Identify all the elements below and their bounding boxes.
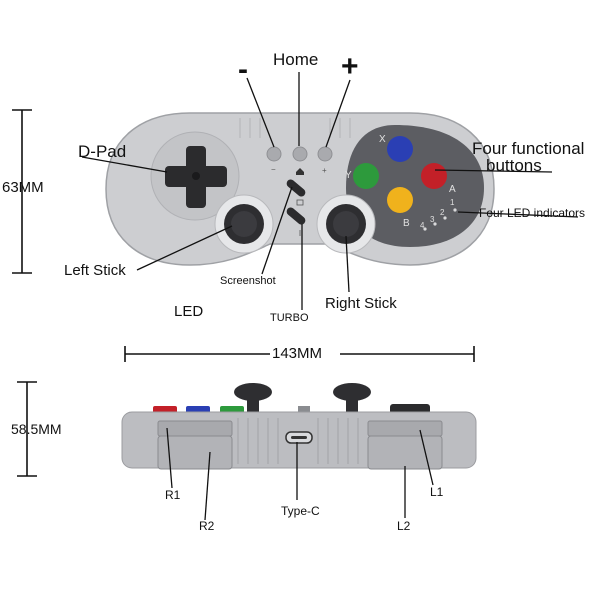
svg-text:−: − [271,165,276,174]
home-button [292,146,308,162]
four-buttons-label-2: buttons [486,156,542,175]
r2-trigger [157,435,233,470]
led-number-1: 1 [450,198,455,207]
led-label: LED [174,303,204,320]
left-stick [214,194,274,254]
svg-text:+: + [322,166,327,175]
turbo-label: TURBO [270,312,309,324]
plus-button [317,146,333,162]
controller-front: − + [105,112,495,266]
a-button [421,163,447,189]
l1-label: L1 [430,485,444,499]
b-letter: B [403,218,410,229]
width-dimension [124,346,475,362]
r1-label: R1 [165,488,181,502]
height-front-label: 63MM [2,179,44,196]
right-stick-label: Right Stick [325,295,397,312]
width-label: 143MM [272,345,323,362]
l1-bumper [367,420,443,437]
right-stick [316,194,376,254]
top-left-stick [234,383,272,415]
height-top-label: 58.5MM [11,421,62,437]
height-dimension-front [12,109,32,274]
callout-lines-top [166,427,434,521]
top-right-stick [333,383,371,415]
callout-lines-front [81,72,579,310]
y-letter: Y [345,170,352,181]
l2-label: L2 [397,519,411,533]
dpad-label: D-Pad [78,142,127,161]
left-stick-label: Left Stick [64,262,126,279]
type-c-label: Type-C [281,504,320,518]
minus-button [266,146,282,162]
four-buttons-label-1: Four functional [472,139,585,158]
x-button [387,136,413,162]
turbo-key [286,179,306,197]
face-plate [346,125,484,247]
a-letter: A [449,184,456,195]
screenshot-key [286,207,306,225]
plus-label: + [341,50,359,83]
screenshot-label: Screenshot [220,275,276,287]
x-letter: X [379,134,386,145]
home-label: Home [273,50,319,69]
b-button [387,187,413,213]
led-number-3: 3 [430,215,435,224]
led-number-2: 2 [440,208,445,217]
height-dimension-top [17,381,37,477]
controller-top [121,383,477,470]
home-icon [296,168,304,175]
r1-bumper [157,420,233,437]
y-button [353,163,379,189]
screenshot-icon [296,199,304,206]
led-number-4: 4 [420,221,425,230]
minus-label: - [238,53,248,86]
led-indicators-label: Four LED indicators [479,206,586,220]
r2-label: R2 [199,519,215,533]
l2-trigger [367,435,443,470]
